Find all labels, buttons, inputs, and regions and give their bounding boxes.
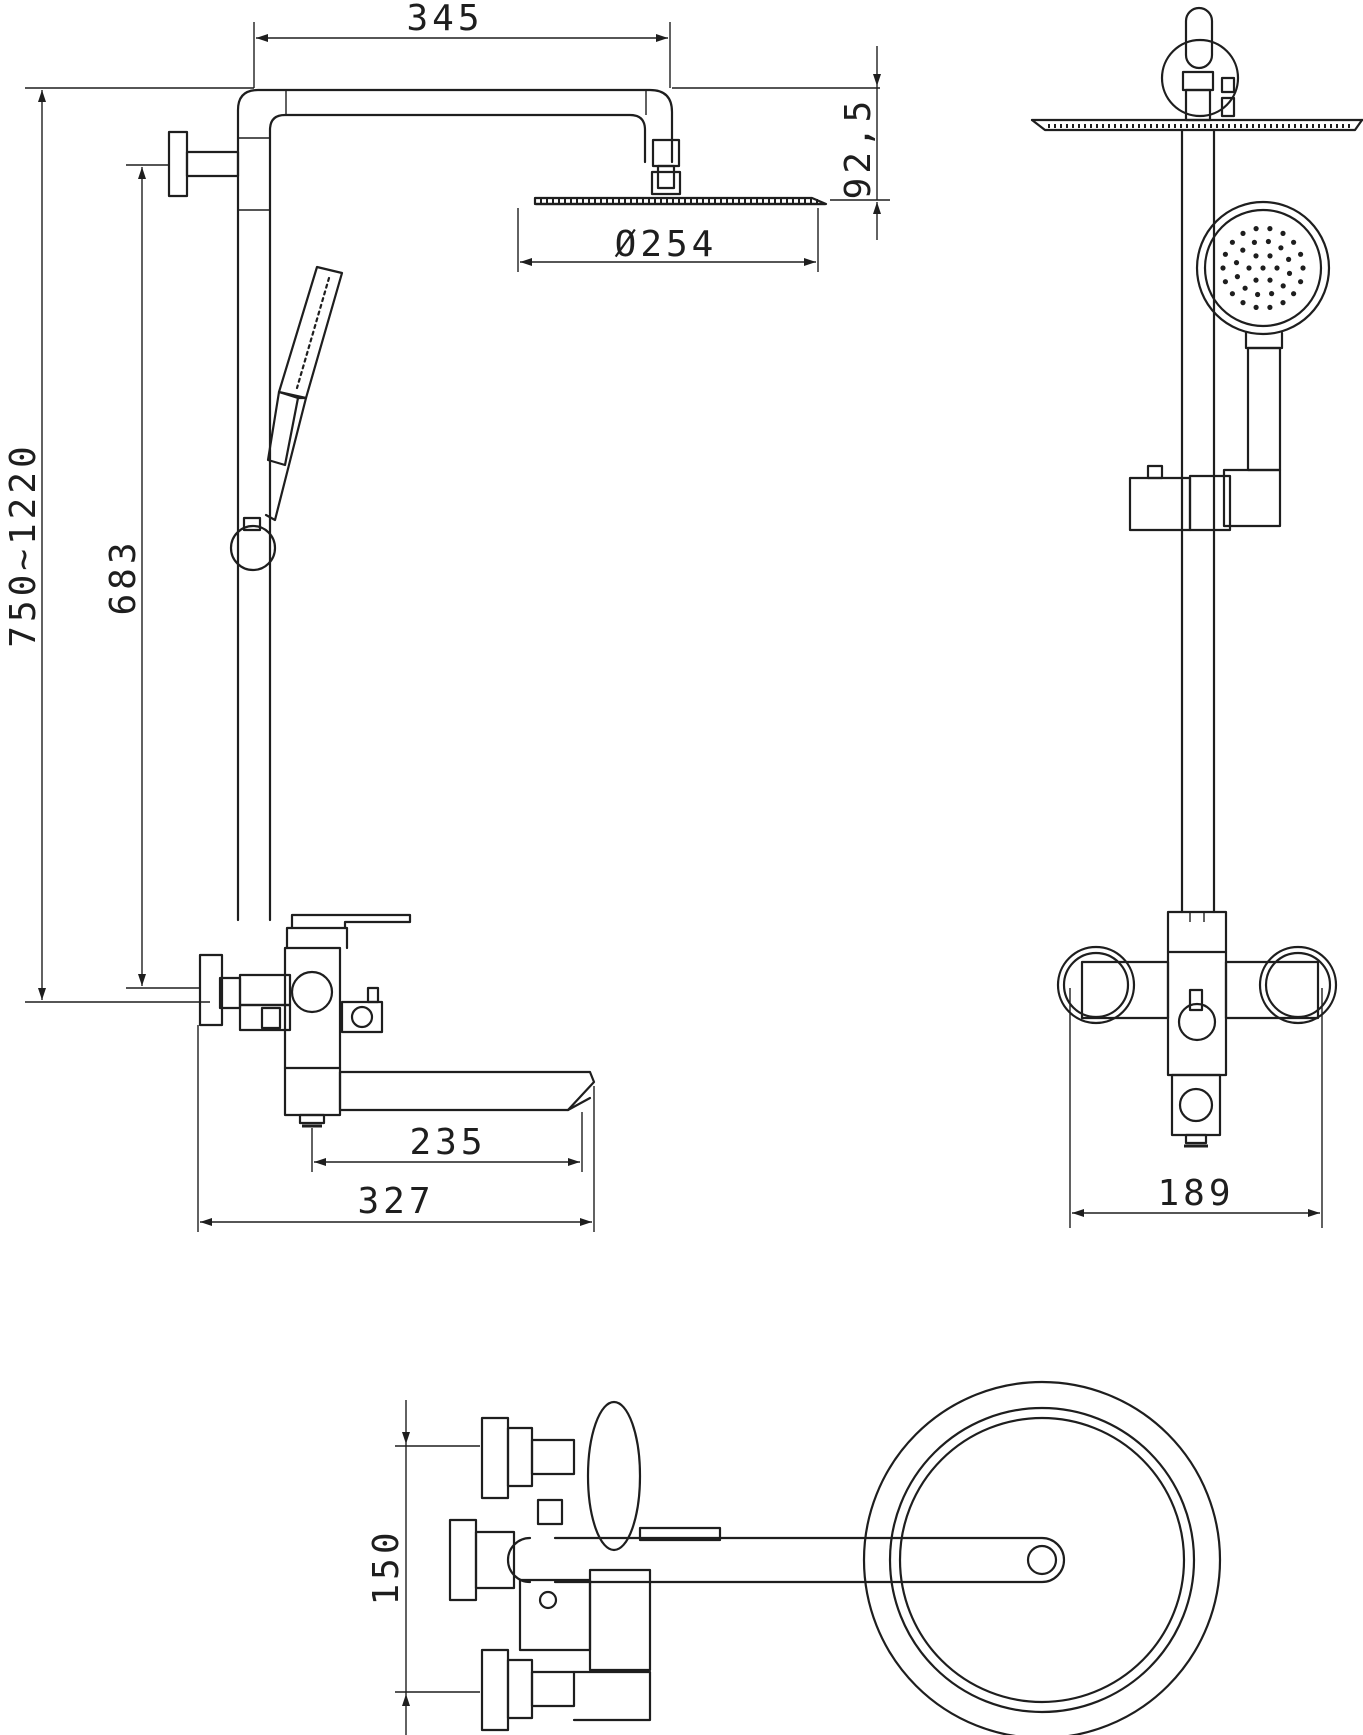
- dim-rail-height: 683: [103, 538, 144, 615]
- nozzle-dot: [1220, 265, 1226, 271]
- nozzle-dot: [1251, 239, 1257, 245]
- nozzle-dot: [1222, 251, 1228, 257]
- nozzle-dot: [1298, 279, 1304, 285]
- nozzle-dot: [1234, 274, 1240, 280]
- hand-shower: [264, 265, 344, 522]
- dim-total-height: 750~1220: [3, 442, 44, 647]
- nozzle-dot: [1291, 239, 1297, 245]
- nozzle-dot: [1222, 279, 1228, 285]
- dim-spout-reach: 235: [409, 1122, 486, 1163]
- nozzle-dot: [1267, 226, 1273, 232]
- nozzle-dot: [1291, 291, 1297, 297]
- nozzle-dot: [1300, 265, 1306, 271]
- nozzle-dot: [1253, 277, 1259, 283]
- nozzle-dot: [1233, 260, 1240, 266]
- nozzle-dot: [1253, 226, 1259, 232]
- nozzle-dot: [1240, 300, 1246, 306]
- nozzle-dot: [1274, 265, 1280, 271]
- diameter-symbol: Ø: [615, 224, 641, 265]
- front-view: 345 92,5 Ø254 750~1220 683 235 327: [3, 0, 890, 1232]
- nozzle-dot: [1242, 285, 1248, 291]
- hand-shower-side: [1128, 200, 1331, 532]
- nozzle-dot: [1253, 304, 1259, 310]
- rail-slider: [229, 524, 277, 572]
- nozzle-dot: [1240, 247, 1246, 253]
- nozzle-dot: [1278, 245, 1284, 251]
- nozzle-dot: [1280, 300, 1286, 306]
- side-view: 189: [1030, 6, 1363, 1228]
- nozzle-dot: [1280, 230, 1286, 236]
- rain-head-top: [862, 1380, 1222, 1735]
- nozzle-dot: [1267, 277, 1273, 283]
- dim-inlet-spacing: 150: [366, 1528, 407, 1605]
- nozzle-dot: [1229, 291, 1235, 297]
- nozzle-dot: [1255, 291, 1261, 298]
- dim-head-diameter: 254: [640, 224, 717, 265]
- nozzle-dot: [1267, 253, 1273, 259]
- nozzle-dot: [1246, 265, 1252, 271]
- nozzle-dot: [1260, 265, 1266, 271]
- mixer-body: [198, 913, 596, 1128]
- nozzle-dot: [1298, 251, 1304, 257]
- nozzle-dot: [1229, 239, 1235, 245]
- wall-bracket-top: [167, 130, 189, 198]
- dim-total-depth: 327: [357, 1181, 434, 1222]
- dim-side-width: 189: [1157, 1173, 1234, 1214]
- nozzle-dot: [1265, 238, 1271, 245]
- nozzle-dot: [1253, 253, 1259, 259]
- dim-top-width: 345: [406, 0, 483, 39]
- dim-head-drop: 92,5: [838, 97, 879, 200]
- nozzle-dot: [1267, 304, 1273, 310]
- svg-text:Ø254: Ø254: [615, 224, 718, 265]
- nozzle-dot: [1269, 291, 1275, 297]
- nozzle-dot: [1286, 270, 1293, 276]
- mixer-side: [1056, 910, 1338, 1148]
- nozzle-dot: [1280, 283, 1286, 289]
- nozzle-dot: [1240, 230, 1246, 236]
- top-view: 150: [366, 1380, 1222, 1735]
- nozzle-dot: [1286, 256, 1292, 262]
